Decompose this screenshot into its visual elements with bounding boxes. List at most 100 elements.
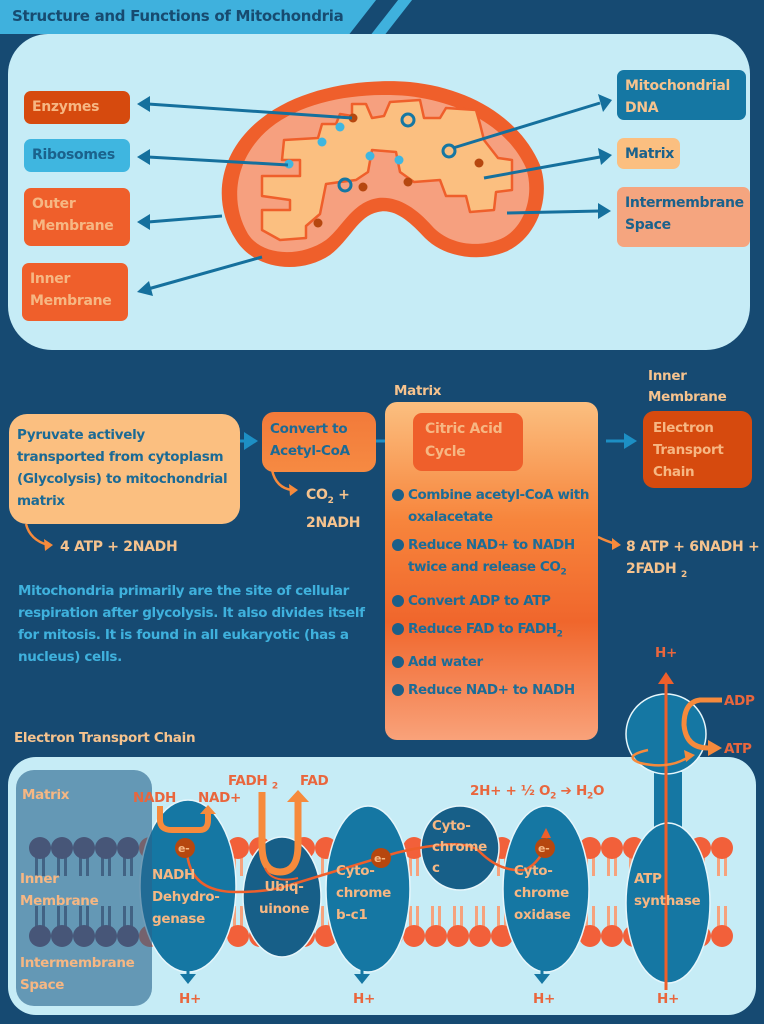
atp-label: ATP — [724, 741, 752, 757]
label-mitochondrial-dna: Mitochondrial DNA — [617, 70, 746, 120]
reaction-arrow-icon: ➔ — [560, 783, 572, 799]
lipid-head — [227, 925, 249, 947]
bullet-subscript: 2 — [560, 567, 567, 578]
bullet-text: Convert ADP to ATP — [408, 592, 551, 609]
lipid-head — [711, 925, 733, 947]
step-convert-acetyl-coa: Convert to Acetyl-CoA — [262, 412, 376, 472]
water-o: O — [592, 783, 605, 799]
lipid-head — [711, 837, 733, 859]
pointer-arrows — [137, 94, 612, 296]
nadh-label: NADH — [133, 790, 177, 806]
nadh-arrow — [157, 806, 211, 833]
step2-output: CO2 + 2NADH — [306, 484, 360, 534]
lipid-tail — [717, 854, 720, 876]
lipid-tail — [240, 854, 243, 876]
dna-ring — [441, 143, 457, 159]
electron-dot — [535, 838, 555, 858]
fadh2-text: FADH — [228, 773, 268, 789]
water-reaction-reactants: 2H+ + ½ O — [470, 783, 551, 799]
step-convert-text: Convert to Acetyl-CoA — [270, 421, 350, 459]
page-title: Structure and Functions of Mitochondria — [12, 7, 344, 25]
lipid-tail — [724, 854, 727, 876]
label-outer-membrane: Outer Membrane — [24, 188, 130, 246]
complex-3-shape — [325, 805, 411, 973]
rotation-arrow — [631, 748, 691, 767]
step-etc-text: Electron Transport Chain — [653, 420, 724, 480]
etc-heading: Electron Transport Chain — [14, 730, 196, 746]
step3-output-line1: 8 ATP + 6NADH + — [626, 539, 760, 555]
complex-cytochrome-bc1: Cyto- chrome b-c1 — [336, 863, 391, 923]
bullet-item: Convert ADP to ATP — [392, 590, 602, 612]
label-inner-membrane: Inner Membrane — [22, 263, 128, 321]
lipid-head — [469, 925, 491, 947]
bullet-text: Add water — [408, 654, 483, 671]
lipid-tail — [607, 854, 610, 876]
bullet-text: Reduce FAD to FADH — [408, 620, 557, 637]
lipid-tail — [321, 854, 324, 876]
ribosome-dot — [394, 155, 404, 165]
lipid-tail — [592, 906, 595, 928]
etc-label-intermembrane-space: Intermembrane Space — [20, 955, 135, 993]
label-intermembrane-space: Intermembrane Space — [617, 187, 750, 247]
lipid-tail — [321, 906, 324, 928]
lipid-tail — [416, 854, 419, 876]
bullet-item: Reduce FAD to FADH2 — [392, 618, 602, 646]
label-matrix: Matrix — [617, 138, 680, 169]
proton-label: H+ — [657, 991, 680, 1007]
proton-label: H+ — [353, 991, 376, 1007]
bullet-item: Reduce NAD+ to NADH — [392, 679, 602, 701]
label-enzymes: Enzymes — [24, 91, 130, 124]
lipid-tail — [240, 906, 243, 928]
enzyme-dot — [474, 158, 484, 168]
ribosome-dot — [317, 137, 327, 147]
bullet-text: Reduce NAD+ to NADH twice and release CO — [408, 537, 575, 575]
electron-path — [185, 836, 548, 894]
lipid-tail — [431, 906, 434, 928]
fadh2-label: FADH 2 — [228, 770, 278, 798]
lipid-tail — [409, 854, 412, 876]
water-reaction: 2H+ + ½ O2 ➔ H2O — [470, 780, 604, 808]
etc-label-matrix: Matrix — [22, 787, 70, 803]
lipid-tail — [717, 906, 720, 928]
ubiquinone-shape — [242, 836, 322, 958]
lipid-tail — [614, 906, 617, 928]
step-citric-acid-cycle: Citric Acid Cycle — [413, 413, 523, 471]
dna-ring — [400, 112, 416, 128]
bullet-text: Combine acetyl-CoA with oxalacetate — [408, 487, 590, 525]
fadh2-subscript: 2 — [271, 781, 278, 792]
lipid-tail — [453, 906, 456, 928]
adp-atp-arrow — [681, 697, 722, 751]
lipid-tail — [233, 906, 236, 928]
electron-dot — [175, 838, 195, 858]
nad-plus-label: NAD+ — [198, 790, 242, 806]
h2-subscript: 2 — [586, 791, 593, 802]
step1-output: 4 ATP + 2NADH — [60, 539, 178, 555]
etc-label-inner-membrane: Inner Membrane — [20, 871, 99, 909]
lipid-head — [447, 925, 469, 947]
proton-label: H+ — [179, 991, 202, 1007]
lipid-head — [601, 837, 623, 859]
enzyme-dot — [403, 177, 413, 187]
bullet-dot — [392, 622, 404, 635]
lipid-tail — [482, 906, 485, 928]
water-h: H — [575, 783, 587, 799]
atp-synthase-base — [625, 822, 711, 984]
lipid-tail — [724, 906, 727, 928]
lipid-head — [579, 925, 601, 947]
bullet-item: Reduce NAD+ to NADH twice and release CO… — [392, 534, 602, 584]
step3-output-line2: 2FADH — [626, 561, 677, 577]
description-paragraph: Mitochondria primarily are the site of c… — [18, 583, 365, 665]
matrix-shape — [260, 98, 514, 242]
electron-dot — [371, 848, 391, 868]
bullet-dot — [392, 594, 404, 607]
lipid-tail — [438, 906, 441, 928]
membrane-legend-panel — [16, 770, 152, 1006]
bullet-dot — [392, 684, 404, 697]
enzyme-dot — [313, 218, 323, 228]
complex-4-shape — [502, 805, 590, 973]
ribosome-dot — [335, 122, 345, 132]
co2-text: CO — [306, 487, 328, 503]
lipid-head — [425, 925, 447, 947]
lipid-tail — [592, 854, 595, 876]
adp-label: ADP — [724, 693, 755, 709]
